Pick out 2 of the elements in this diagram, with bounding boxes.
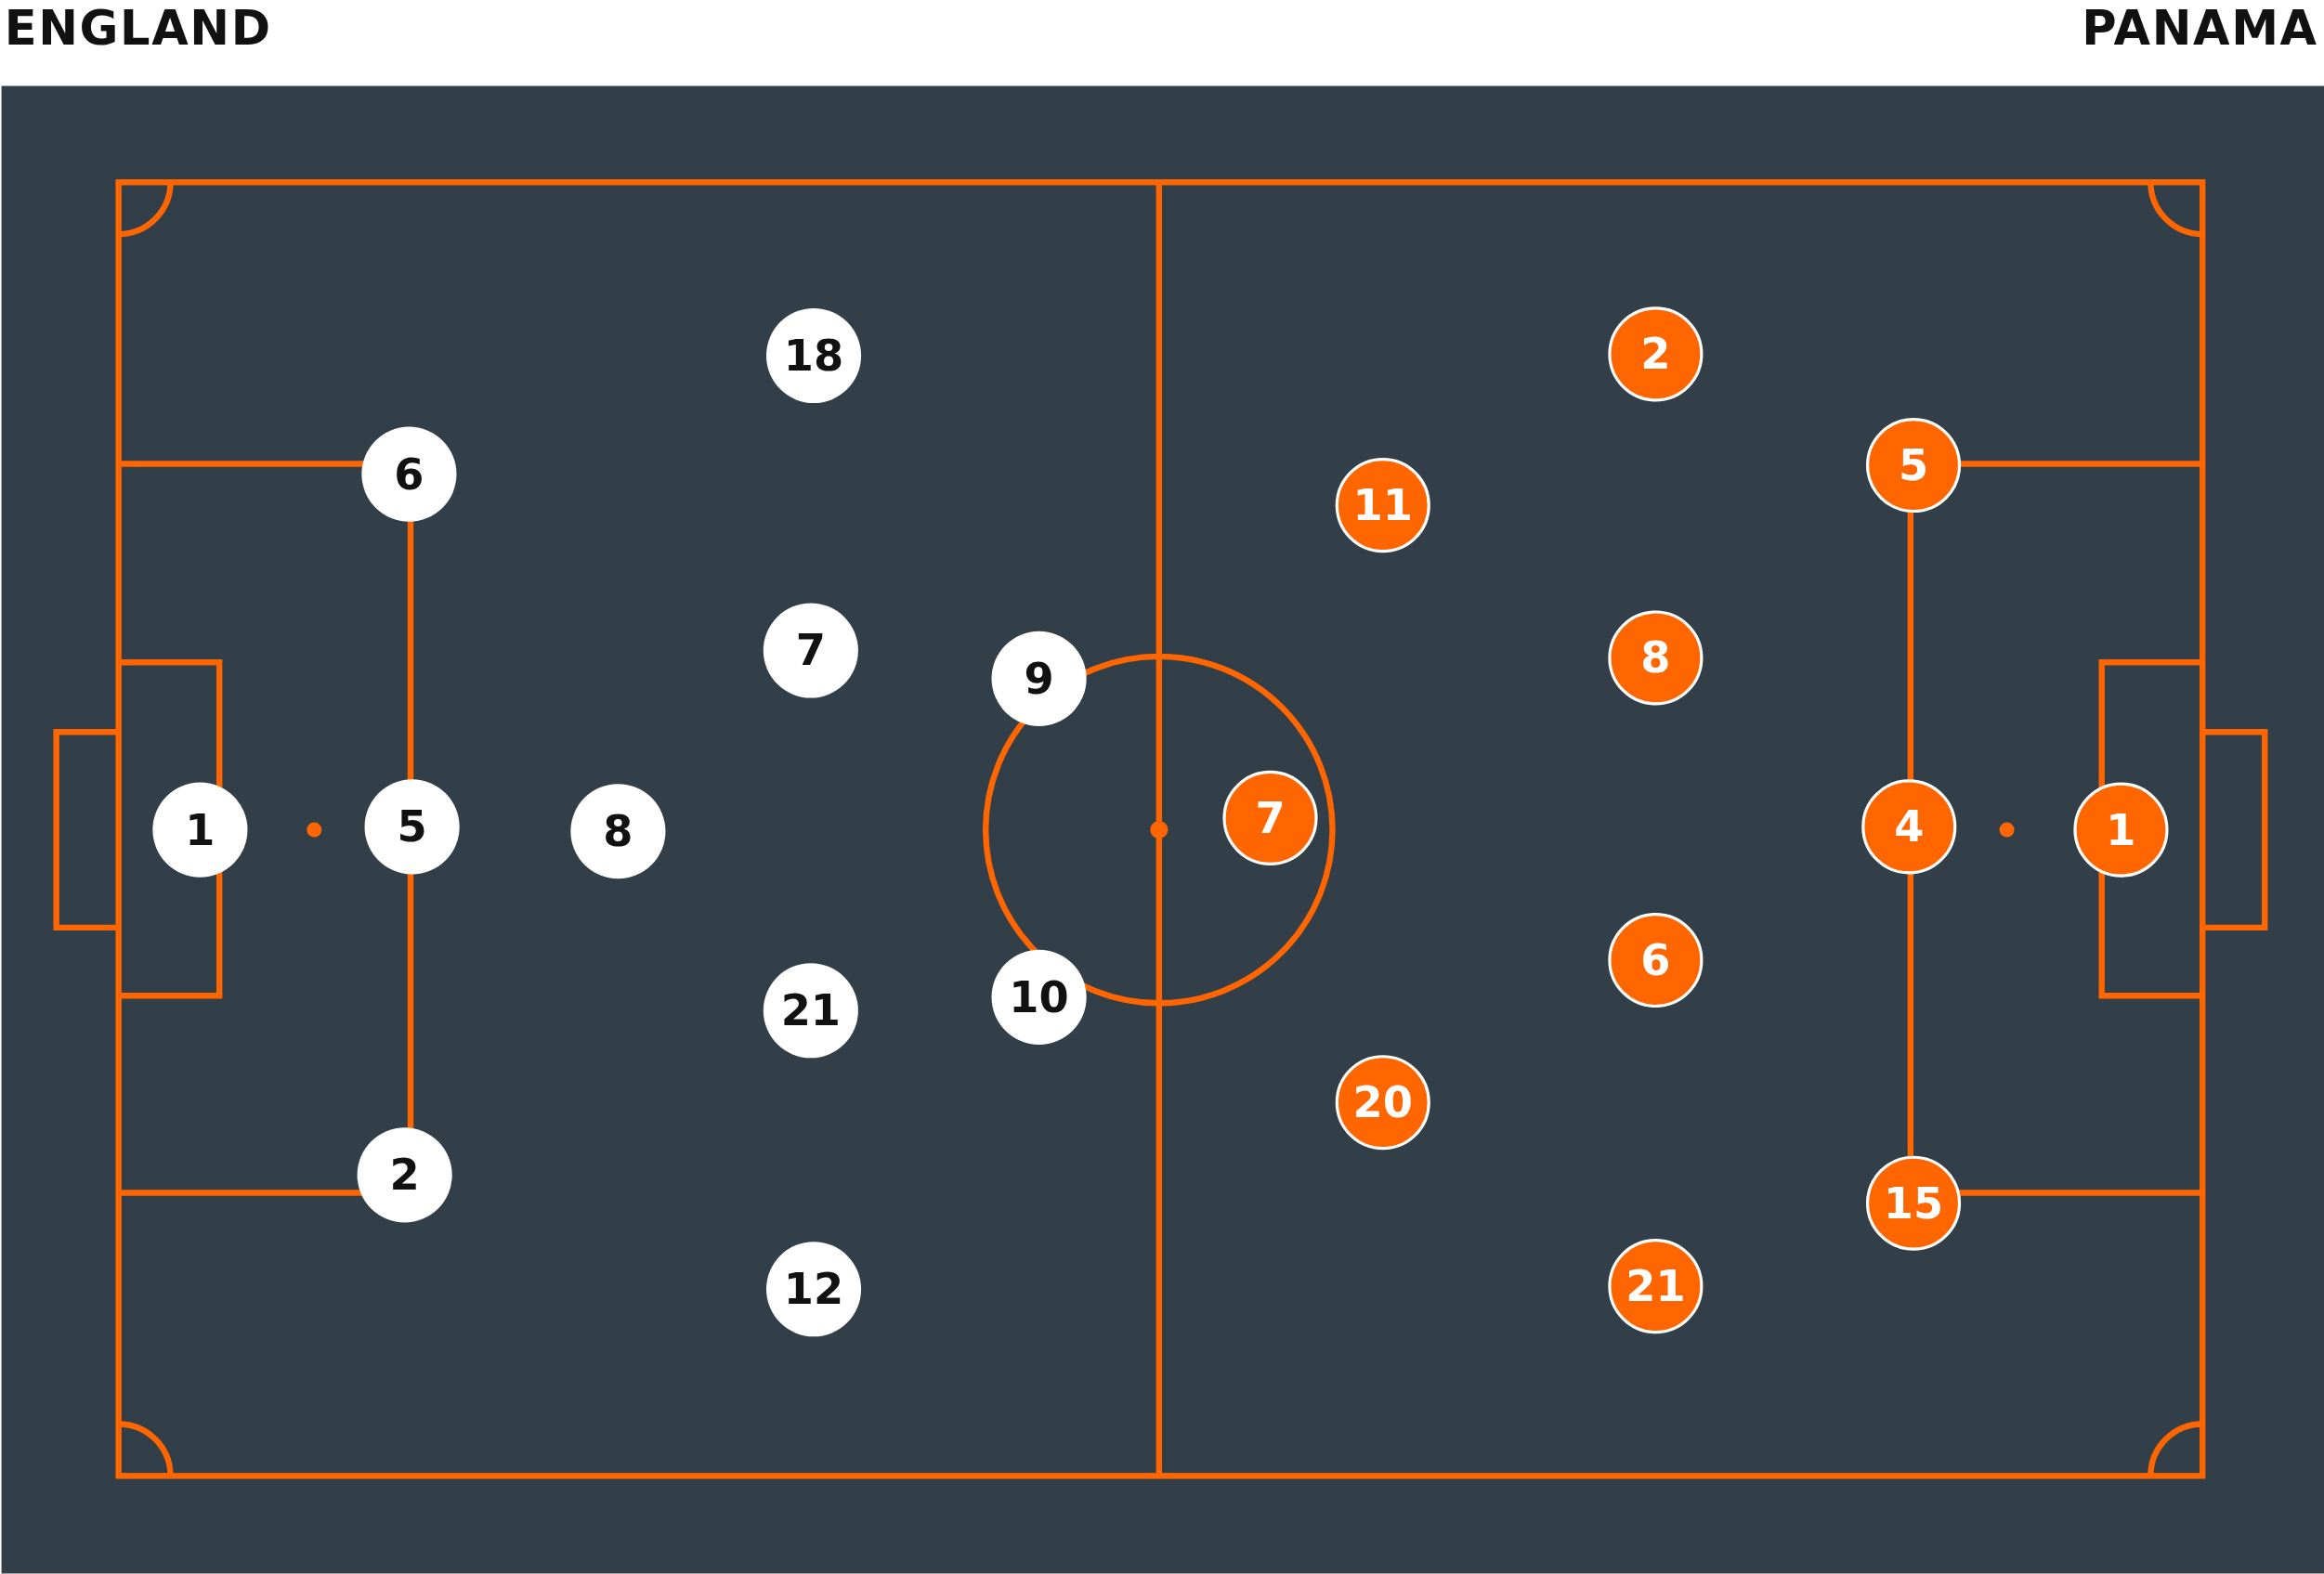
team-name: ENGLAND xyxy=(4,0,272,57)
team-name: PANAMA xyxy=(2082,0,2318,57)
